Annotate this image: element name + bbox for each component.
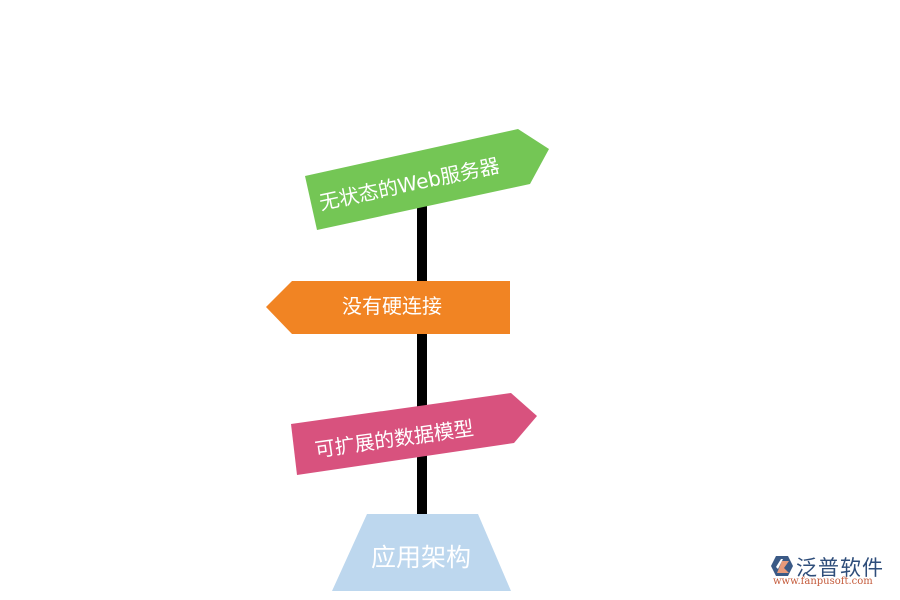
sign-arrow-right-shape: [291, 393, 537, 475]
watermark-url: www.fanpusoft.com: [773, 576, 873, 587]
sign-scalable-data-model: 可扩展的数据模型: [291, 393, 537, 475]
base-label: 应用架构: [371, 543, 471, 572]
sign-no-hard-connections: 没有硬连接: [266, 281, 510, 334]
watermark-logo: 泛普软件 www.fanpusoft.com: [768, 552, 893, 592]
sign-label: 没有硬连接: [342, 294, 442, 318]
sign-arrow-left-shape: [266, 281, 510, 334]
signpost-pole: [417, 195, 427, 520]
fanpu-logo-icon: [771, 556, 793, 576]
signpost-base: 应用架构: [332, 514, 511, 591]
base-trapezoid-shape: [332, 514, 511, 591]
sign-arrow-right-shape: [305, 129, 549, 230]
watermark-name: 泛普软件: [796, 556, 884, 580]
